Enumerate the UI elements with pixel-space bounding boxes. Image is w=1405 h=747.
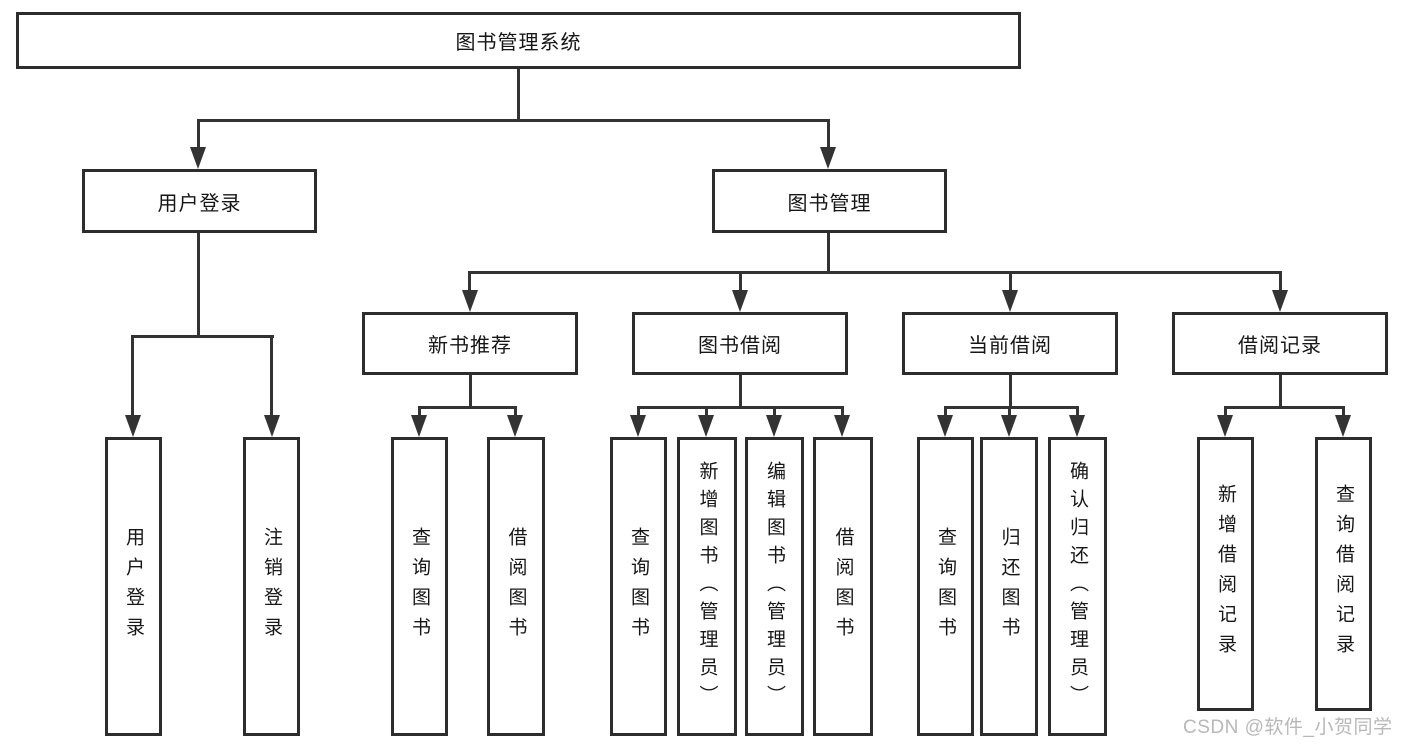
edge-leaf-line xyxy=(637,406,640,417)
node-leaf-query-books-borrowing: 查询图书 xyxy=(610,437,667,736)
arrow-down-icon xyxy=(1001,415,1017,437)
arrow-down-icon xyxy=(125,415,141,437)
node-leaf-confirm-return-admin: 确认归还（管理员） xyxy=(1048,437,1107,736)
arrow-down-icon xyxy=(1335,415,1351,437)
edge-book-borrowing-split-line xyxy=(637,406,844,409)
arrow-down-icon xyxy=(507,415,523,437)
edge-to-leaf-logout-line xyxy=(270,335,273,417)
arrow-down-icon xyxy=(190,147,206,169)
arrow-down-icon xyxy=(1002,290,1018,312)
edge-new-book-recommend-split-line xyxy=(418,406,517,409)
arrow-down-icon xyxy=(630,415,646,437)
edge-leaf-line xyxy=(514,406,517,417)
edge-root-split-line xyxy=(197,119,830,122)
edge-leaf-line xyxy=(418,406,421,417)
node-current-borrowing: 当前借阅 xyxy=(902,312,1118,375)
node-leaf-return-book: 归还图书 xyxy=(980,437,1038,736)
edge-leaf-line xyxy=(773,406,776,417)
arrow-down-icon xyxy=(834,415,850,437)
node-leaf-edit-book-admin: 编辑图书（管理员） xyxy=(745,437,804,736)
edge-borrowing-records-down-line xyxy=(1279,375,1282,408)
edge-book-borrowing-down-line xyxy=(739,375,742,408)
watermark: CSDN @软件_小贺同学 xyxy=(1183,717,1393,738)
edge-leaf-line xyxy=(1008,406,1011,417)
node-leaf-add-book-admin: 新增图书（管理员） xyxy=(677,437,737,736)
edge-to-user-login-line xyxy=(197,119,200,149)
edge-user-login-down-line xyxy=(197,233,200,337)
node-root-system: 图书管理系统 xyxy=(16,12,1021,69)
arrow-down-icon xyxy=(462,290,478,312)
node-leaf-borrow-books-recommend: 借阅图书 xyxy=(487,437,545,736)
edge-to-book-management-line xyxy=(827,119,830,149)
node-new-book-recommend: 新书推荐 xyxy=(362,312,578,375)
edge-to-current-borrowing-line xyxy=(1009,271,1012,292)
node-leaf-query-books-recommend: 查询图书 xyxy=(391,437,448,736)
node-leaf-query-books-current: 查询图书 xyxy=(917,437,974,736)
edge-leaf-line xyxy=(944,406,947,417)
node-user-login: 用户登录 xyxy=(82,169,317,233)
arrow-down-icon xyxy=(1217,415,1233,437)
node-leaf-logout: 注销登录 xyxy=(243,437,300,736)
arrow-down-icon xyxy=(820,147,836,169)
node-leaf-user-login: 用户登录 xyxy=(105,437,162,736)
arrow-down-icon xyxy=(698,415,714,437)
edge-leaf-line xyxy=(705,406,708,417)
node-book-management: 图书管理 xyxy=(712,169,947,233)
edge-borrowing-records-split-line xyxy=(1224,406,1345,409)
edge-current-borrowing-down-line xyxy=(1009,375,1012,408)
arrow-down-icon xyxy=(937,415,953,437)
edge-current-borrowing-split-line xyxy=(944,406,1079,409)
edge-root-down-line xyxy=(517,69,520,119)
edge-leaf-line xyxy=(1076,406,1079,417)
arrow-down-icon xyxy=(1069,415,1085,437)
arrow-down-icon xyxy=(411,415,427,437)
edge-book-management-down-line xyxy=(827,233,830,273)
node-leaf-borrow-books-borrowing: 借阅图书 xyxy=(813,437,873,736)
edge-book-management-split-line xyxy=(468,271,1282,274)
edge-leaf-line xyxy=(1224,406,1227,417)
arrow-down-icon xyxy=(732,290,748,312)
arrow-down-icon xyxy=(264,415,280,437)
arrow-down-icon xyxy=(1272,290,1288,312)
arrow-down-icon xyxy=(766,415,782,437)
node-leaf-query-borrow-record: 查询借阅记录 xyxy=(1315,437,1372,711)
edge-leaf-line xyxy=(841,406,844,417)
edge-to-leaf-user-login-line xyxy=(131,335,134,417)
edge-to-new-book-recommend-line xyxy=(468,271,471,292)
edge-to-book-borrowing-line xyxy=(739,271,742,292)
node-leaf-add-borrow-record: 新增借阅记录 xyxy=(1197,437,1254,711)
edge-leaf-line xyxy=(1342,406,1345,417)
node-borrowing-records: 借阅记录 xyxy=(1172,312,1388,375)
node-book-borrowing: 图书借阅 xyxy=(632,312,848,375)
edge-to-borrowing-records-line xyxy=(1279,271,1282,292)
edge-new-book-recommend-down-line xyxy=(469,375,472,408)
edge-user-login-split-line xyxy=(131,335,274,338)
